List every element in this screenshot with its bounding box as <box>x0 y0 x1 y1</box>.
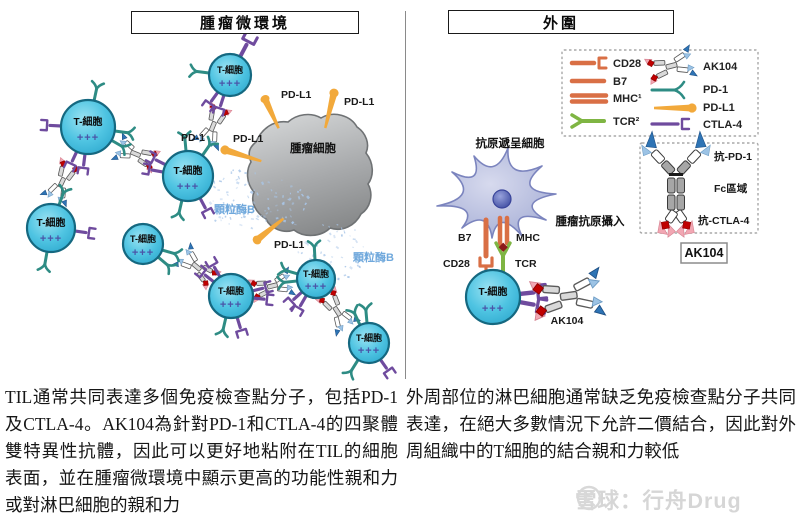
t-cell-charge: +++ <box>482 303 504 315</box>
t-cell: T-細胞 +++ <box>275 239 337 318</box>
t-cell: T-細胞 +++ <box>464 268 547 326</box>
t-cell: T-細胞 +++ <box>187 32 257 118</box>
t-cell-charge: +++ <box>77 132 99 144</box>
legend-label-cd28: CD28 <box>613 58 641 70</box>
legend-label-pd1: PD-1 <box>703 84 728 96</box>
t-cell-label: T-細胞 <box>37 216 66 229</box>
t-cell-charge: +++ <box>358 345 380 357</box>
b7-label: B7 <box>458 232 472 244</box>
legend-label-ak104: AK104 <box>703 61 738 73</box>
panel-divider <box>405 11 406 379</box>
t-cell-charge: +++ <box>220 299 242 311</box>
legend-label-pdl1: PD-L1 <box>703 102 735 114</box>
xueqiu-logo-icon <box>576 485 602 511</box>
antigen-peptide <box>498 242 508 252</box>
uptake-label: 腫瘤抗原攝入 <box>556 214 625 228</box>
legend-label-mhc: MHC¹ <box>613 93 642 105</box>
mhc-label: MHC <box>516 232 540 244</box>
watermark: 雪球：行舟Drug <box>575 484 742 515</box>
pdl1-label: PD-L1 <box>274 239 304 251</box>
apc-nucleus <box>492 189 512 209</box>
t-cell: T-細胞 +++ <box>193 255 276 340</box>
t-cell-label: T-細胞 <box>174 164 203 177</box>
granzyme-label: 顆粒酶B <box>353 250 394 264</box>
diagram-canvas: 腫瘤細胞 PD-L1 PD-L1 PD-L1 PD-L1 顆粒酶B 顆粒酶B <box>25 0 759 381</box>
cd28-label: CD28 <box>443 258 470 270</box>
tumor-cell: 腫瘤細胞 <box>246 113 374 237</box>
legend-label-b7: B7 <box>613 76 627 88</box>
apc-label: 抗原遞呈細胞 <box>476 136 545 150</box>
ak104-structure-diagram: 抗-PD-1 Fc區域 抗-CTLA-4 <box>639 130 759 238</box>
legend-label-ctla4: CTLA-4 <box>703 119 743 131</box>
granzyme-label: 顆粒酶B <box>214 202 255 216</box>
b7-cd28-pair <box>478 217 494 275</box>
t-cell-label: T-細胞 <box>217 64 243 75</box>
antigen-presenting-cell <box>436 147 557 239</box>
ak104-label: AK104 <box>551 315 584 327</box>
watermark-text: 雪球：行舟Drug <box>575 489 742 513</box>
t-cell: T-細胞 +++ <box>140 130 220 222</box>
pd1-label: PD-1 <box>181 132 205 144</box>
t-cell: T-細胞 +++ <box>121 222 184 276</box>
ak104-name-box: AK104 <box>680 242 728 264</box>
pdl1-label: PD-L1 <box>233 133 263 145</box>
tumor-microenvironment-panel: 腫瘤細胞 PD-L1 PD-L1 PD-L1 PD-L1 顆粒酶B 顆粒酶B <box>25 32 398 381</box>
fc-region-label: Fc區域 <box>714 182 748 195</box>
t-cell: T-細胞 +++ <box>341 302 398 381</box>
mhc-tcr-pair <box>494 215 512 275</box>
t-cell: T-細胞 +++ <box>39 79 137 177</box>
t-cell-charge: +++ <box>40 233 62 245</box>
pdl1-ligands: PD-L1 PD-L1 PD-L1 PD-L1 <box>219 87 374 251</box>
panel-title-tme: 腫瘤微環境 <box>131 11 359 34</box>
panel-title-periphery: 外圍 <box>448 10 674 34</box>
t-cell-charge: +++ <box>177 181 199 193</box>
t-cell-label: T-細胞 <box>303 268 329 279</box>
paragraph-left: TIL通常共同表達多個免疫檢查點分子，包括PD-1及CTLA-4。AK104為針… <box>5 387 398 515</box>
ak104-antibody-icon <box>643 44 698 88</box>
anti-ctla4-label: 抗-CTLA-4 <box>698 214 749 227</box>
t-cell-charge: +++ <box>132 247 154 259</box>
t-cell: T-細胞 +++ <box>25 183 98 274</box>
legend: CD28 B7 MHC¹ TCR² AK104 PD-1 PD-L1 CTLA-… <box>561 44 759 137</box>
t-cell-charge: +++ <box>305 281 327 293</box>
t-cell-label: T-細胞 <box>218 285 244 296</box>
t-cell-label: T-細胞 <box>356 332 382 343</box>
pdl1-label: PD-L1 <box>344 96 374 108</box>
tcr-label: TCR <box>515 258 537 270</box>
t-cell-label: T-細胞 <box>479 285 508 298</box>
t-cell-label: T-細胞 <box>74 115 103 128</box>
paragraph-right: 外周部位的淋巴細胞通常缺乏免疫檢查點分子共同表達，在絕大多數情況下允許二價結合，… <box>406 387 796 461</box>
pdl1-label: PD-L1 <box>281 89 311 101</box>
anti-pd1-label: 抗-PD-1 <box>714 150 752 163</box>
tumor-cell-label: 腫瘤細胞 <box>290 141 336 155</box>
legend-label-tcr: TCR² <box>613 116 640 128</box>
periphery-panel: CD28 B7 MHC¹ TCR² AK104 PD-1 PD-L1 CTLA-… <box>436 44 759 327</box>
t-cell-charge: +++ <box>219 78 241 90</box>
ak104-name-label: AK104 <box>685 246 724 260</box>
t-cell-label: T-細胞 <box>130 233 156 244</box>
